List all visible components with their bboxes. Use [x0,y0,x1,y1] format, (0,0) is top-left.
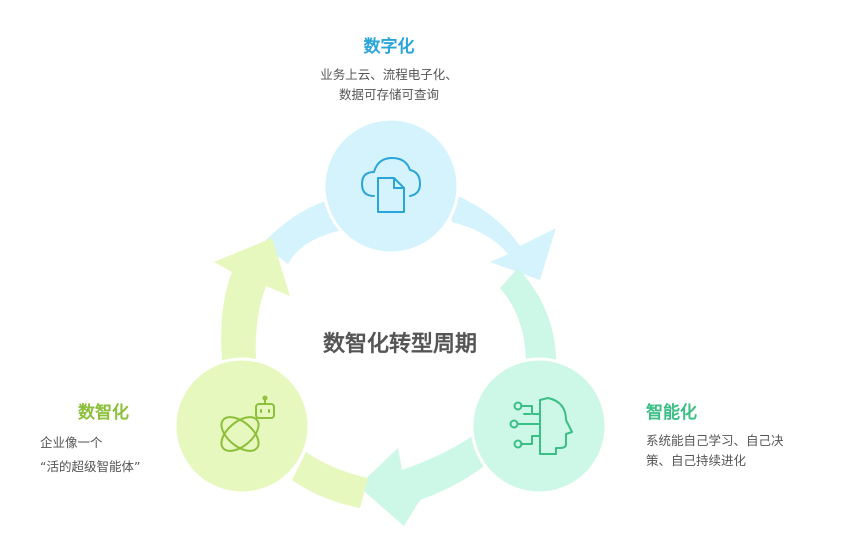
node-digital-intelligence [173,357,311,495]
title-digitization: 数字化 [363,37,415,57]
center-title: 数智化转型周期 [322,332,477,357]
title-intelligentization: 智能化 [646,403,697,423]
node-digitization [322,117,460,255]
arc-lime-to-blue [214,238,290,360]
arc-blue [262,198,342,264]
desc-digitization-line2: 数据可存储可查询 [338,87,439,102]
desc-intelligentization-line2: 策、自己持续进化 [646,453,747,468]
arc-green-to-lime [358,432,500,526]
desc-intelligentization-line1: 系统能自己学习、自己决 [646,433,784,448]
desc-digitization-line1: 业务上云、流程电子化、 [320,67,458,82]
robot-orbit-icon [220,395,275,452]
title-digital-intelligence: 数智化 [78,403,129,423]
ai-head-circuit-icon [509,397,573,455]
desc-digital-intelligence-line1: 企业像一个 [40,435,103,450]
desc-digital-intelligence-line2: “活的超级智能体” [40,459,141,474]
cloud-document-icon [361,157,421,213]
arc-green [500,268,556,364]
arc-lime [292,452,368,508]
arc-blue-to-green [448,192,556,280]
